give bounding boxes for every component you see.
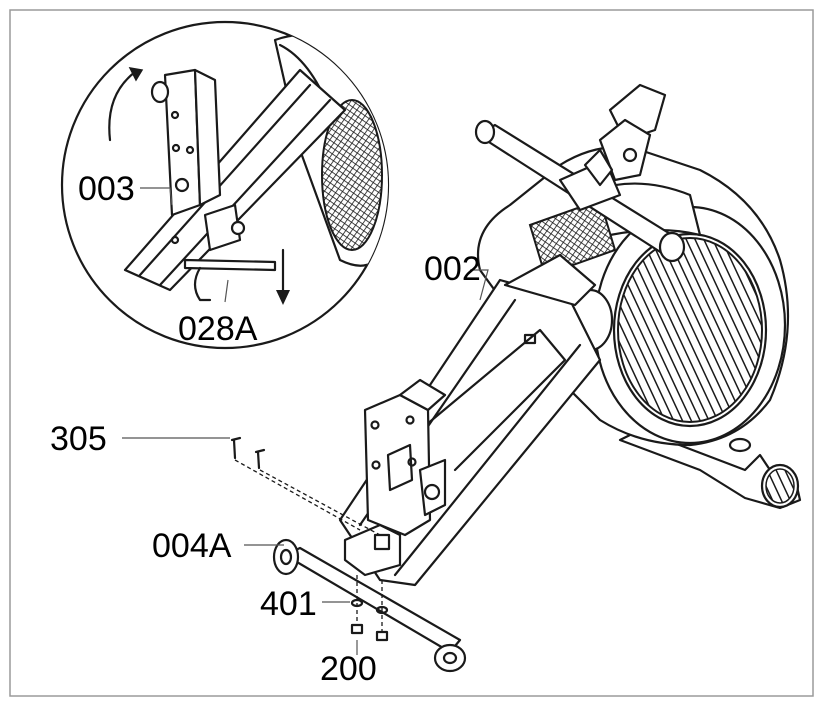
front-foot-assembly xyxy=(230,378,467,673)
leader-lines xyxy=(122,187,489,655)
label-004A: 004A xyxy=(152,527,232,565)
figure-frame xyxy=(9,9,814,697)
leader-003 xyxy=(140,187,173,206)
label-002: 002 xyxy=(424,250,481,288)
leader-028A xyxy=(224,279,229,303)
label-028A: 028A xyxy=(178,310,258,348)
leader-002 xyxy=(470,269,489,301)
label-003: 003 xyxy=(78,170,135,208)
label-401: 401 xyxy=(260,585,317,623)
label-305: 305 xyxy=(50,420,107,458)
label-200: 200 xyxy=(320,650,377,688)
